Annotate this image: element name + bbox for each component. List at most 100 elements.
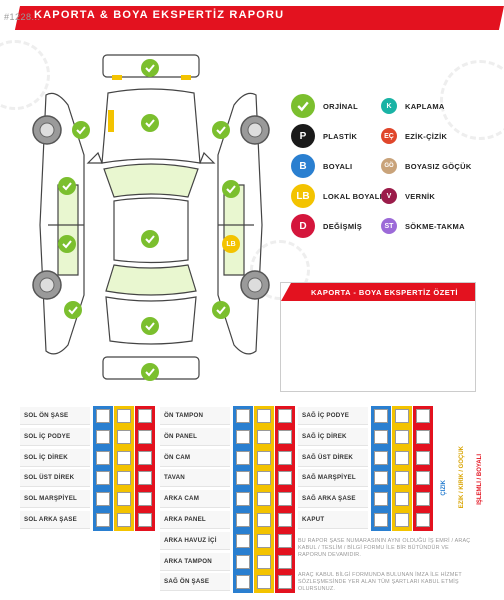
scratch-checkbox[interactable] [374, 471, 388, 486]
scratch-checkbox[interactable] [374, 513, 388, 527]
painted-checkbox[interactable] [138, 429, 152, 444]
scratch-checkbox[interactable] [236, 533, 250, 548]
scratch-checkbox[interactable] [236, 575, 250, 590]
dent-checkbox[interactable] [395, 450, 409, 465]
scratch-checkbox[interactable] [96, 513, 110, 527]
painted-checkbox[interactable] [278, 450, 292, 465]
dent-checkbox[interactable] [257, 409, 271, 423]
degismis-badge-icon: D [291, 214, 315, 238]
part-label: ÖN CAM [164, 453, 191, 461]
dent-checkbox[interactable] [117, 492, 131, 507]
painted-checkbox[interactable] [416, 450, 430, 465]
painted-checkbox[interactable] [278, 429, 292, 444]
scratch-checkbox[interactable] [374, 450, 388, 465]
dent-checkbox[interactable] [117, 409, 131, 423]
part-label: ÖN TAMPON [164, 412, 204, 419]
column-label-yellow: EZİK / KIRIK / GÖÇÜK [459, 446, 465, 509]
part-label: SAĞ ÜST DİREK [302, 453, 354, 461]
dent-checkbox[interactable] [257, 429, 271, 444]
dent-checkbox[interactable] [395, 492, 409, 507]
legend-label: ORJİNAL [323, 101, 359, 111]
painted-checkbox[interactable] [138, 471, 152, 486]
scratch-checkbox[interactable] [374, 429, 388, 444]
dent-checkbox[interactable] [395, 471, 409, 486]
part-row [160, 573, 230, 592]
check-icon [222, 180, 240, 198]
vernik-badge-icon: V [381, 188, 397, 204]
front-bumper-outline [102, 54, 200, 78]
scratch-checkbox[interactable] [236, 492, 250, 507]
legend-item-degismis: D DEĞİŞMİŞ [291, 214, 362, 238]
dent-checkbox[interactable] [257, 492, 271, 507]
part-label: ARKA HAVUZ İÇİ [164, 536, 217, 544]
painted-checkbox[interactable] [278, 533, 292, 548]
part-row [160, 511, 230, 529]
part-label: KAPUT [302, 516, 325, 523]
painted-checkbox[interactable] [278, 471, 292, 486]
painted-checkbox[interactable] [416, 471, 430, 486]
legend-label: PLASTİK [323, 131, 358, 141]
painted-checkbox[interactable] [278, 575, 292, 590]
painted-checkbox[interactable] [138, 513, 152, 527]
part-row [298, 469, 368, 488]
part-row [298, 407, 368, 425]
dent-checkbox[interactable] [257, 575, 271, 590]
scratch-checkbox[interactable] [236, 409, 250, 423]
dent-checkbox[interactable] [257, 554, 271, 569]
sokme-takma-badge-icon: ST [381, 218, 397, 234]
painted-checkbox[interactable] [138, 492, 152, 507]
part-label: ARKA TAMPON [164, 557, 212, 565]
scratch-checkbox[interactable] [96, 429, 110, 444]
scratch-checkbox[interactable] [96, 409, 110, 423]
part-label: ARKA CAM [164, 495, 200, 503]
roof-outline [113, 197, 189, 264]
scratch-checkbox[interactable] [96, 450, 110, 465]
legend-label: DEĞİŞMİŞ [323, 221, 363, 231]
scratch-checkbox[interactable] [236, 429, 250, 444]
scratch-checkbox[interactable] [96, 471, 110, 486]
painted-checkbox[interactable] [138, 450, 152, 465]
painted-checkbox[interactable] [416, 429, 430, 444]
check-icon [212, 301, 230, 319]
scratch-checkbox[interactable] [374, 492, 388, 507]
background-cog-decoration [0, 40, 50, 110]
painted-checkbox[interactable] [416, 409, 430, 423]
painted-checkbox[interactable] [278, 554, 292, 569]
painted-checkbox[interactable] [278, 492, 292, 507]
painted-checkbox[interactable] [278, 409, 292, 423]
dent-checkbox[interactable] [257, 513, 271, 527]
dent-checkbox[interactable] [395, 409, 409, 423]
scratch-checkbox[interactable] [236, 513, 250, 527]
part-row [160, 552, 230, 571]
scratch-checkbox[interactable] [374, 409, 388, 423]
painted-checkbox[interactable] [416, 492, 430, 507]
check-icon [58, 177, 76, 195]
column-label-blue: ÇİZİK [441, 480, 447, 496]
ezik-cizik-badge-icon: EÇ [381, 128, 397, 144]
dent-checkbox[interactable] [257, 450, 271, 465]
scratch-checkbox[interactable] [236, 450, 250, 465]
scratch-checkbox[interactable] [236, 471, 250, 486]
rear-window-outline [105, 264, 197, 296]
part-row [20, 448, 90, 467]
dent-checkbox[interactable] [117, 471, 131, 486]
scratch-checkbox[interactable] [236, 554, 250, 569]
check-icon [58, 235, 76, 253]
painted-checkbox[interactable] [278, 513, 292, 527]
scratch-checkbox[interactable] [96, 492, 110, 507]
legend-label: BOYALI [323, 161, 353, 171]
page-title: KAPORTA & BOYA EKSPERTİZ RAPORU [34, 9, 285, 21]
dent-checkbox[interactable] [395, 429, 409, 444]
dent-checkbox[interactable] [117, 450, 131, 465]
check-icon [141, 363, 159, 381]
dent-checkbox[interactable] [117, 513, 131, 527]
painted-checkbox[interactable] [416, 513, 430, 527]
legend-item-orjinal: ORJİNAL [291, 94, 358, 118]
dent-checkbox[interactable] [257, 533, 271, 548]
legend-item-boyali: B BOYALI [291, 154, 352, 178]
dent-checkbox[interactable] [117, 429, 131, 444]
part-row [298, 511, 368, 529]
painted-checkbox[interactable] [138, 409, 152, 423]
dent-checkbox[interactable] [257, 471, 271, 486]
dent-checkbox[interactable] [395, 513, 409, 527]
